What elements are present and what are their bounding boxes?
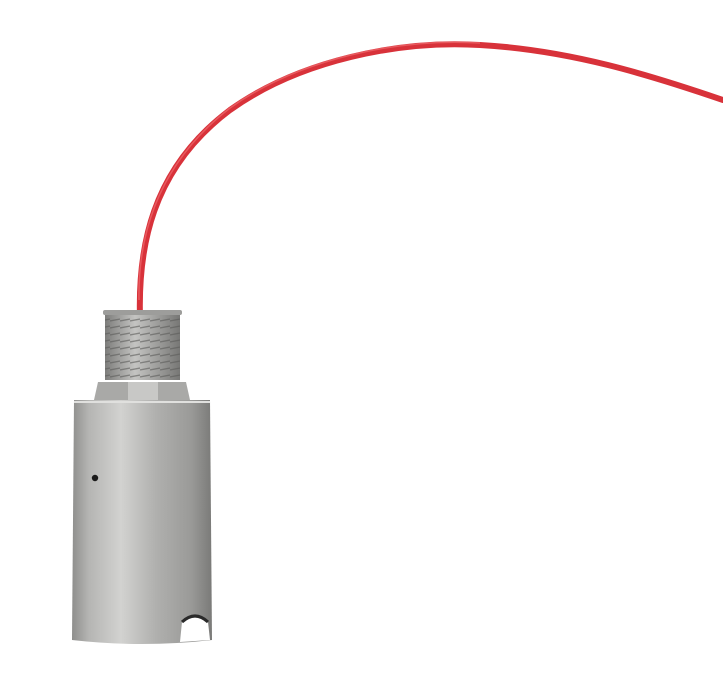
hex-nut (94, 382, 190, 400)
red-cable (136, 41, 723, 321)
bottom-notch (180, 616, 210, 642)
red-cable-highlight (138, 41, 481, 301)
vent-hole (91, 474, 99, 482)
sensor-body (72, 400, 212, 644)
threaded-fitting (103, 310, 182, 380)
